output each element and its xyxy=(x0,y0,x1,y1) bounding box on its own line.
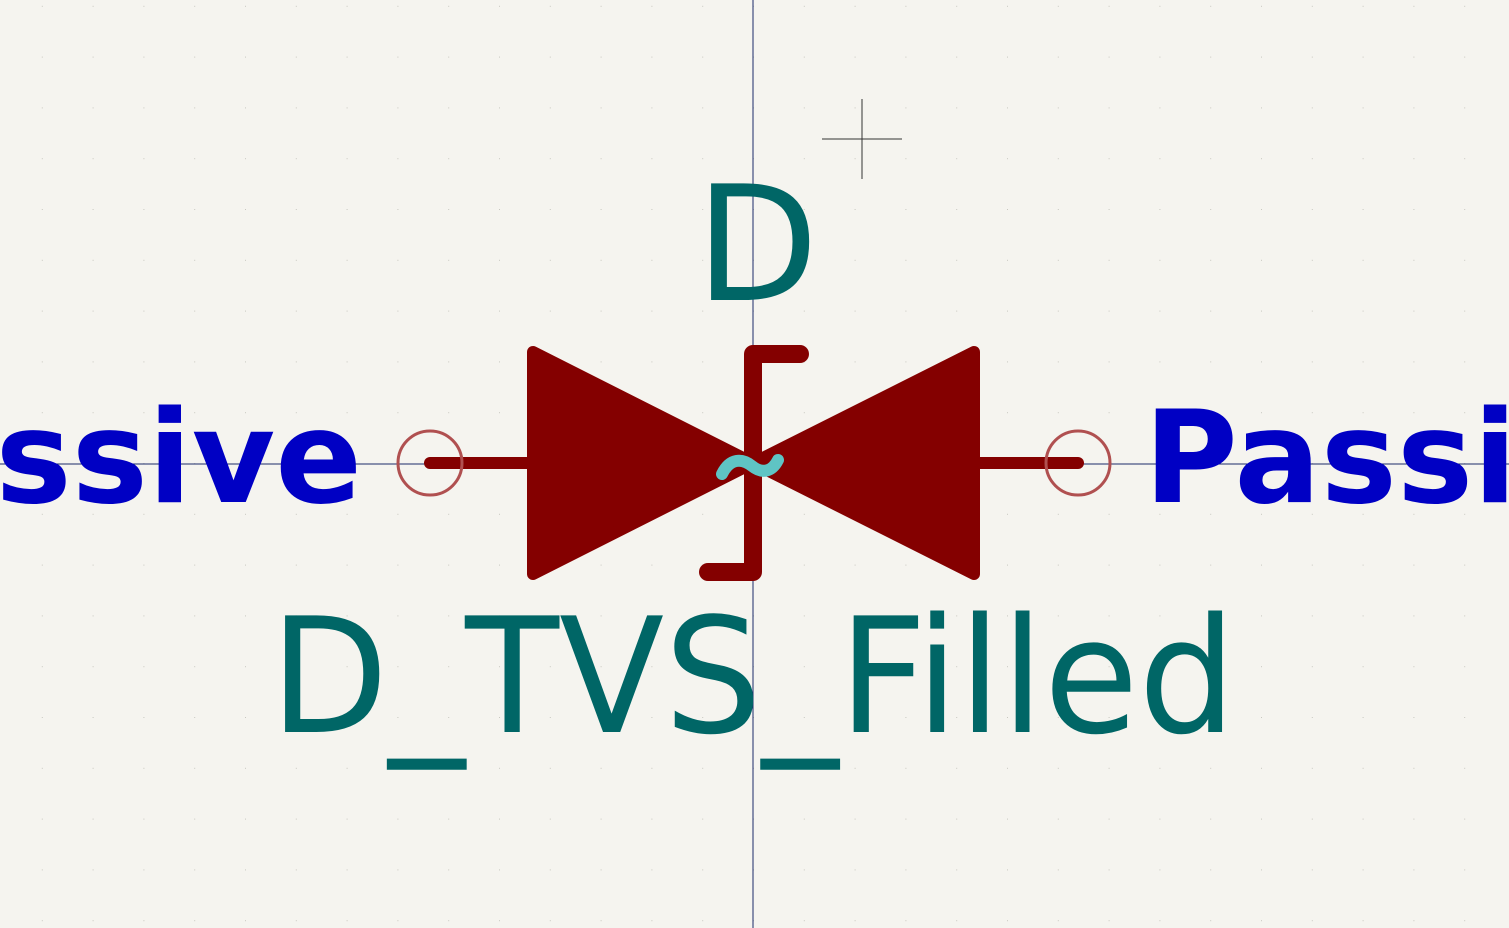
crosshair-cursor-icon xyxy=(822,99,902,179)
anchor-tilde-icon xyxy=(716,454,784,480)
right-pin-end-circle-icon[interactable] xyxy=(1044,429,1112,497)
value-field[interactable]: D_TVS_Filled xyxy=(270,583,1236,770)
right-pin-type-label: Passive xyxy=(1144,384,1509,533)
left-diode-triangle[interactable] xyxy=(527,346,759,580)
right-diode-triangle[interactable] xyxy=(747,346,980,580)
reference-field[interactable]: D xyxy=(695,151,818,338)
left-pin-end-circle-icon[interactable] xyxy=(396,429,464,497)
left-pin-type-label: Passive xyxy=(0,384,362,533)
